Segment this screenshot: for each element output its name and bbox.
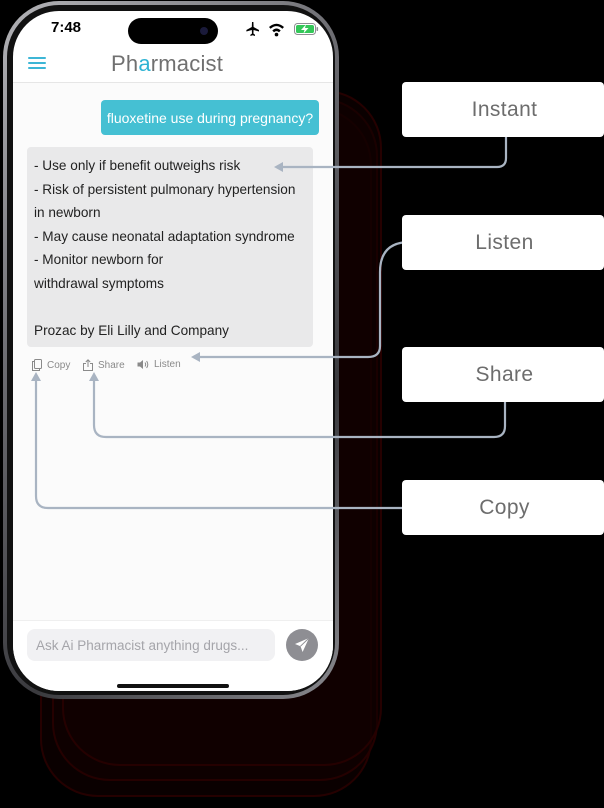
user-message-text: fluoxetine use during pregnancy? <box>106 109 314 126</box>
hamburger-menu-icon[interactable] <box>28 57 48 73</box>
status-icons <box>245 21 325 37</box>
home-indicator <box>117 684 229 688</box>
callout-share-label: Share <box>475 362 534 386</box>
callout-instant-label: Instant <box>471 97 538 121</box>
phone-screen: 7:48 <box>13 11 333 691</box>
bot-response-line: - May cause neonatal adaptation syndrome <box>34 228 295 244</box>
bot-response-line: - Monitor newborn for <box>34 252 164 268</box>
input-bar <box>13 620 333 691</box>
airplane-icon <box>246 22 259 36</box>
message-actions: Copy Share Listen <box>32 359 232 375</box>
send-icon <box>295 637 310 652</box>
bot-response-line: in newborn <box>34 205 101 221</box>
dynamic-island <box>128 18 218 44</box>
bot-response-line: - Risk of persistent pulmonary hypertens… <box>34 181 296 197</box>
share-button[interactable]: Share <box>83 359 125 371</box>
callout-copy: Copy <box>402 480 604 535</box>
status-time: 7:48 <box>51 19 82 36</box>
copy-label: Copy <box>47 359 71 371</box>
bot-response-blank-line <box>34 296 306 320</box>
listen-button[interactable]: Listen <box>137 359 181 370</box>
app-logo: Pharmacist <box>111 51 223 77</box>
callout-instant: Instant <box>402 82 604 137</box>
callout-listen: Listen <box>402 215 604 270</box>
user-message-bubble: fluoxetine use during pregnancy? <box>101 100 319 135</box>
status-bar: 7:48 <box>13 11 333 51</box>
callout-share: Share <box>402 347 604 402</box>
share-label: Share <box>98 359 125 371</box>
logo-text-accent: a <box>138 51 151 76</box>
logo-text-prefix: Ph <box>111 51 139 76</box>
bot-response-source: Prozac by Eli Lilly and Company <box>34 323 229 339</box>
speaker-icon <box>137 360 149 369</box>
callout-listen-label: Listen <box>475 230 534 254</box>
phone-frame: 7:48 <box>3 1 339 699</box>
battery-charging-icon <box>294 23 319 35</box>
bot-response-line: - Use only if benefit outweighs risk <box>34 158 241 173</box>
chat-area[interactable]: fluoxetine use during pregnancy? - Use o… <box>13 83 333 620</box>
copy-icon <box>32 359 42 371</box>
bot-response-line: withdrawal symptoms <box>34 275 164 291</box>
message-input[interactable] <box>27 629 275 661</box>
share-icon <box>83 359 93 371</box>
copy-button[interactable]: Copy <box>32 359 70 371</box>
wifi-icon <box>269 23 284 37</box>
listen-label: Listen <box>154 359 181 370</box>
send-button[interactable] <box>286 629 318 661</box>
logo-text-suffix: rmacist <box>150 51 224 76</box>
bot-response-bubble: - Use only if benefit outweighs risk - R… <box>27 147 313 347</box>
callout-copy-label: Copy <box>479 495 530 519</box>
app-header: Pharmacist <box>13 51 333 83</box>
